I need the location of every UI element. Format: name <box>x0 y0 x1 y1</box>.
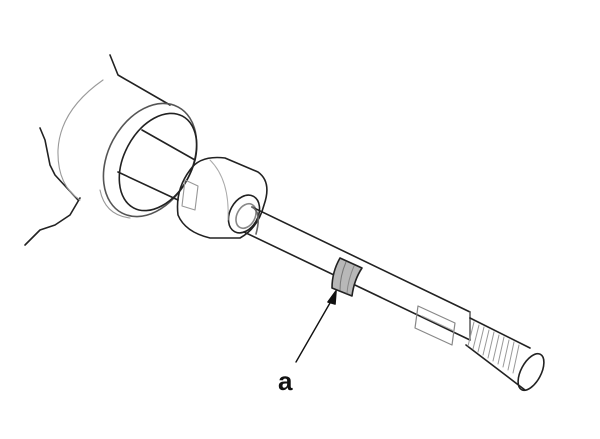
callout-label-a: a <box>278 366 293 396</box>
callout-arrow <box>295 290 337 363</box>
housing-body <box>24 54 171 246</box>
marked-band <box>331 257 363 297</box>
inner-rod <box>117 129 196 201</box>
rack-shaft <box>243 206 471 341</box>
housing-collar <box>99 102 198 219</box>
ball-joint <box>176 156 268 239</box>
flat-section <box>414 305 456 346</box>
threaded-end <box>465 311 545 392</box>
